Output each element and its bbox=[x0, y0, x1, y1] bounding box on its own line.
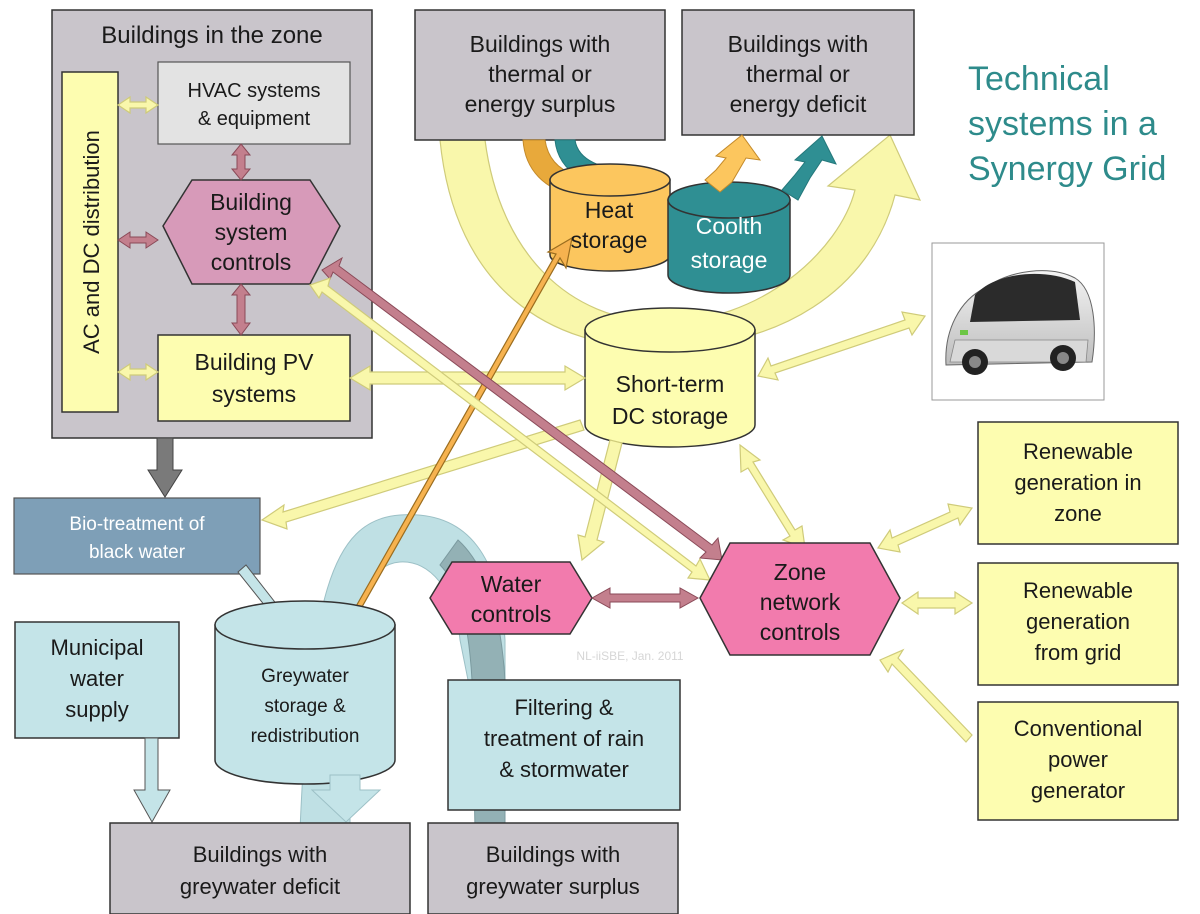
surplus-label-2: thermal or bbox=[488, 61, 592, 87]
filtering-label-3: & stormwater bbox=[499, 757, 629, 782]
bio-label-1: Bio-treatment of bbox=[69, 514, 205, 535]
municipal-label-3: supply bbox=[65, 697, 129, 722]
conventional-box bbox=[977, 701, 1179, 821]
heat-output-arrow bbox=[704, 134, 762, 193]
building-controls-label-3: controls bbox=[211, 249, 292, 275]
thermal-transfer-arc bbox=[439, 134, 922, 349]
deficit-label-3: energy deficit bbox=[730, 91, 867, 117]
gw-surplus-label-1: Buildings with bbox=[486, 842, 621, 867]
filtering-label-2: treatment of rain bbox=[484, 726, 644, 751]
gw-deficit-label-1: Buildings with bbox=[193, 842, 328, 867]
energy-deficit-box bbox=[681, 9, 915, 136]
pv-label-1: Building PV bbox=[195, 349, 315, 375]
municipal-label-1: Municipal bbox=[51, 635, 144, 660]
electric-car-icon bbox=[931, 242, 1105, 401]
greywater-deficit-arrow bbox=[310, 774, 382, 823]
surplus-label-1: Buildings with bbox=[470, 31, 611, 57]
renewable-zone-box bbox=[977, 421, 1179, 545]
bio-treatment-box bbox=[13, 497, 261, 575]
water-zone-arrow bbox=[590, 587, 700, 609]
deficit-label-2: thermal or bbox=[746, 61, 850, 87]
coolth-label-1: Coolth bbox=[696, 213, 762, 239]
greywater-cylinder bbox=[214, 600, 396, 785]
renewable-zone-label-1: Renewable bbox=[1023, 439, 1133, 464]
coolth-output-arrow bbox=[781, 135, 837, 201]
zone-controls-label-3: controls bbox=[760, 619, 841, 645]
filtering-label-1: Filtering & bbox=[514, 695, 613, 720]
renewable-zone-label-2: generation in bbox=[1014, 470, 1141, 495]
renewable-grid-label-1: Renewable bbox=[1023, 578, 1133, 603]
water-controls-label-1: Water bbox=[481, 571, 542, 597]
municipal-arrow bbox=[133, 737, 171, 824]
zone-internal-arrows bbox=[116, 95, 252, 382]
surplus-label-3: energy surplus bbox=[465, 91, 616, 117]
greywater-surplus-box bbox=[427, 822, 679, 914]
gw-deficit-label-2: greywater deficit bbox=[180, 874, 340, 899]
renewable-zone-arrow bbox=[876, 503, 974, 553]
zone-controls-label-2: network bbox=[760, 589, 841, 615]
bio-label-2: black water bbox=[89, 542, 186, 563]
title-line-1: Technical bbox=[968, 60, 1110, 98]
conventional-label-2: power bbox=[1048, 747, 1108, 772]
renewable-grid-label-3: from grid bbox=[1035, 640, 1122, 665]
dc-storage-label-1: Short-term bbox=[616, 371, 725, 397]
greywater-label-2: storage & bbox=[264, 696, 346, 717]
ac-dc-label: AC and DC distribution bbox=[79, 130, 104, 354]
pv-dc-arrow bbox=[348, 364, 587, 392]
building-controls-label-2: system bbox=[215, 219, 288, 245]
building-controls-hexagon bbox=[162, 179, 341, 285]
hvac-label-1: HVAC systems bbox=[188, 80, 321, 102]
dc-storage-label-2: DC storage bbox=[612, 403, 728, 429]
greywater-deficit-box bbox=[109, 822, 411, 914]
conventional-label-3: generator bbox=[1031, 778, 1125, 803]
watermark: NL-iiSBE, Jan. 2011 bbox=[576, 649, 683, 663]
renewable-grid-arrow bbox=[900, 590, 974, 616]
hvac-box bbox=[157, 61, 351, 145]
municipal-label-2: water bbox=[69, 666, 124, 691]
gw-surplus-label-2: greywater surplus bbox=[466, 874, 640, 899]
renewable-grid-label-2: generation bbox=[1026, 609, 1130, 634]
dc-bio-arrow bbox=[260, 419, 585, 530]
dc-zone-arrow bbox=[739, 443, 806, 549]
zone-title: Buildings in the zone bbox=[101, 22, 322, 49]
building-controls-label-1: Building bbox=[210, 189, 292, 215]
dc-storage-cylinder bbox=[584, 307, 756, 448]
renewable-zone-label-3: zone bbox=[1054, 501, 1102, 526]
coolth-label-2: storage bbox=[691, 247, 768, 273]
pv-label-2: systems bbox=[212, 381, 296, 407]
dc-car-arrow bbox=[757, 311, 927, 381]
heat-label-1: Heat bbox=[585, 197, 634, 223]
zone-bio-arrow bbox=[147, 437, 183, 498]
ac-dc-distribution-bar bbox=[61, 71, 119, 413]
greywater-heat-arrow bbox=[339, 236, 573, 629]
water-controls-label-2: controls bbox=[471, 601, 552, 627]
conventional-label-1: Conventional bbox=[1014, 716, 1142, 741]
greywater-label-3: redistribution bbox=[251, 726, 360, 747]
filtering-box bbox=[447, 679, 681, 811]
heat-label-2: storage bbox=[571, 227, 648, 253]
zone-controls-label-1: Zone bbox=[774, 559, 826, 585]
municipal-box bbox=[14, 621, 180, 739]
title-line-2: systems in a bbox=[968, 105, 1157, 143]
deficit-label-1: Buildings with bbox=[728, 31, 869, 57]
conventional-arrow bbox=[879, 648, 973, 743]
title-line-3: Synergy Grid bbox=[968, 150, 1166, 188]
building-pv-box bbox=[157, 334, 351, 422]
hvac-label-2: & equipment bbox=[198, 108, 311, 130]
zone-network-hexagon bbox=[699, 542, 901, 656]
renewable-grid-box bbox=[977, 562, 1179, 686]
greywater-label-1: Greywater bbox=[261, 666, 349, 687]
